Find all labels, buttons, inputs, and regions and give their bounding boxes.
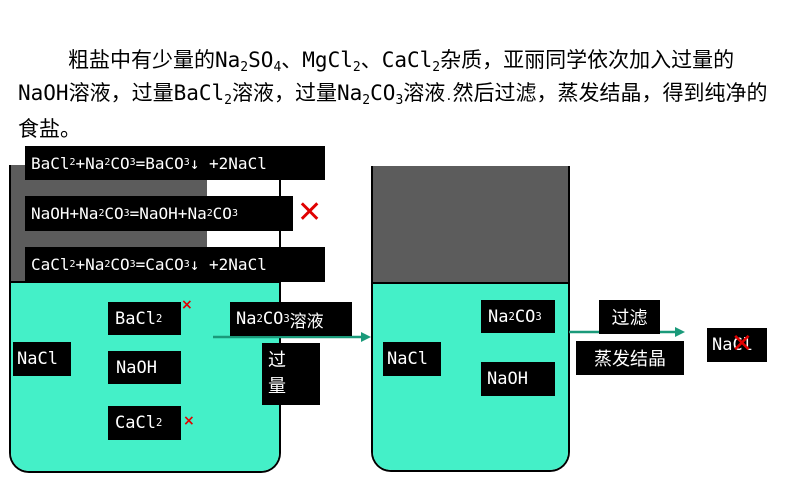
result-cross-icon: ✕: [731, 329, 753, 359]
middle-nacl-label: NaCl: [383, 342, 441, 376]
cacl2-removed-cross-icon: ×: [183, 413, 195, 429]
evaporate-crystallize-label: 蒸发结晶: [576, 341, 684, 375]
middle-beaker-gas-region: [373, 166, 568, 286]
left-nacl-label: NaCl: [13, 342, 71, 376]
result-nacl-label: NaCl: [707, 328, 767, 362]
wrong-equation-cross-icon: ✕: [297, 195, 323, 230]
bacl2-removed-cross-icon: ×: [181, 297, 193, 313]
left-naoh-label: NaOH: [108, 351, 181, 384]
middle-naoh-label: NaOH: [481, 362, 555, 396]
step1-arrow-icon: [213, 332, 371, 342]
filter-label: 过滤: [599, 300, 660, 334]
excess-label: 过量: [262, 343, 320, 405]
problem-statement: 粗盐中有少量的Na2SO4、MgCl2、CaCl2杂质，亚丽同学依次加入过量的N…: [18, 48, 768, 141]
